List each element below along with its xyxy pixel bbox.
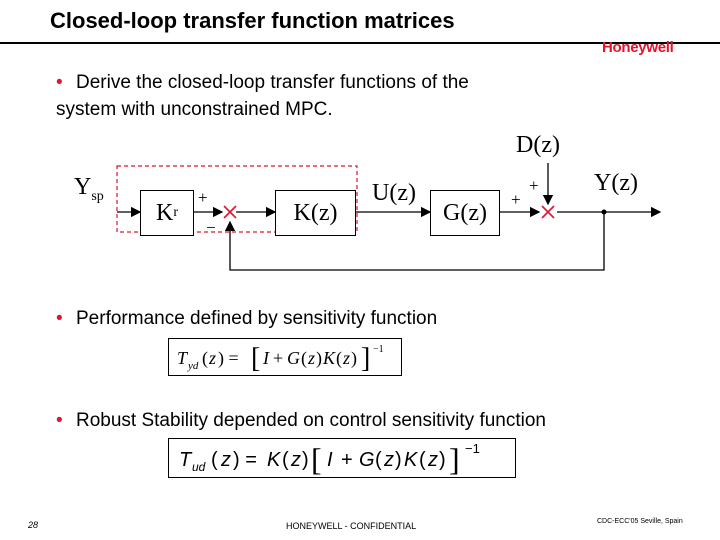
svg-text:(: ( <box>202 348 208 369</box>
svg-text:z: z <box>290 449 301 471</box>
svg-text:−1: −1 <box>465 441 480 456</box>
svg-text:I: I <box>327 449 333 471</box>
svg-text:K: K <box>322 348 336 368</box>
svg-text:z: z <box>427 449 438 471</box>
svg-text:G: G <box>359 449 375 471</box>
k-block: K(z) <box>275 190 356 236</box>
conference-label: CDC-ECC'05 Seville, Spain <box>597 518 683 525</box>
svg-text:z: z <box>342 348 350 368</box>
summing-junction-2 <box>541 205 555 219</box>
bullet-dot-icon: • <box>56 308 63 329</box>
honeywell-logo: Honeywell <box>602 39 674 56</box>
svg-text:K: K <box>267 449 282 471</box>
svg-text:z: z <box>220 449 231 471</box>
svg-text:z: z <box>208 348 216 368</box>
bullet-derive-line2: system with unconstrained MPC. <box>56 99 333 120</box>
bullet-robust-text: Robust Stability depended on control sen… <box>76 410 546 431</box>
svg-text:): ) <box>316 348 322 369</box>
sum1-plus-sign: + <box>198 188 208 207</box>
svg-text:) =: ) = <box>218 348 239 369</box>
svg-text:): ) <box>351 348 357 369</box>
svg-text:[: [ <box>311 441 322 477</box>
svg-text:): ) <box>439 449 446 471</box>
page-number: 28 <box>28 520 39 530</box>
svg-text:]: ] <box>449 441 460 477</box>
ysp-label: Ysp <box>74 174 104 204</box>
formula-tud-render: T ud ( z ) = K ( z ) [ I + G ( z ) K ( z… <box>179 441 480 477</box>
bullet-dot-icon: • <box>56 410 63 431</box>
sum2-plus-left: + <box>511 190 521 209</box>
formula-tyd: T yd ( z ) = [ I + G ( z ) K ( z ) ] −1 <box>168 338 402 376</box>
svg-text:−1: −1 <box>373 344 384 355</box>
sum2-plus-top: + <box>529 176 539 195</box>
svg-text:(: ( <box>419 449 426 471</box>
diagram-lines <box>116 163 662 271</box>
title-divider <box>0 42 720 44</box>
bullet-derive-line1: Derive the closed-loop transfer function… <box>76 72 469 93</box>
bullet-robust-stability: • Robust Stability depended on control se… <box>56 410 546 432</box>
svg-text:[: [ <box>251 343 260 374</box>
d-label: D(z) <box>516 132 560 158</box>
svg-text:G: G <box>287 348 300 368</box>
svg-text:ud: ud <box>192 460 206 474</box>
sum1-minus-sign: − <box>206 218 216 237</box>
controller-boundary <box>116 165 358 233</box>
svg-text:) =: ) = <box>233 449 257 471</box>
confidential-notice: HONEYWELL - CONFIDENTIAL <box>286 521 417 531</box>
y-label: Y(z) <box>594 170 638 196</box>
svg-text:yd: yd <box>187 360 199 372</box>
bullet-derive: • Derive the closed-loop transfer functio… <box>56 72 469 94</box>
svg-text:z: z <box>383 449 394 471</box>
formula-tud: T ud ( z ) = K ( z ) [ I + G ( z ) K ( z… <box>168 438 516 478</box>
g-block: G(z) <box>430 190 500 236</box>
svg-text:I: I <box>262 348 270 368</box>
svg-text:(: ( <box>301 348 307 369</box>
svg-text:): ) <box>302 449 309 471</box>
svg-text:(: ( <box>282 449 289 471</box>
svg-text:K: K <box>404 449 419 471</box>
formula-tyd-render: T yd ( z ) = [ I + G ( z ) K ( z ) ] −1 <box>177 343 384 374</box>
bullet-performance: • Performance defined by sensitivity func… <box>56 308 437 330</box>
u-label: U(z) <box>372 180 416 206</box>
svg-text:z: z <box>307 348 315 368</box>
svg-text:(: ( <box>211 449 218 471</box>
bullet-dot-icon: • <box>56 72 63 93</box>
svg-text:(: ( <box>336 348 342 369</box>
svg-text:+: + <box>273 348 283 368</box>
svg-text:]: ] <box>361 343 370 374</box>
summing-junction-1 <box>223 205 237 219</box>
svg-text:T: T <box>179 449 193 471</box>
slide-title: Closed-loop transfer function matrices <box>50 8 455 33</box>
svg-text:T: T <box>177 348 189 368</box>
svg-text:+: + <box>341 449 353 471</box>
svg-text:(: ( <box>375 449 382 471</box>
svg-text:): ) <box>395 449 402 471</box>
bullet-performance-text: Performance defined by sensitivity funct… <box>76 308 438 329</box>
